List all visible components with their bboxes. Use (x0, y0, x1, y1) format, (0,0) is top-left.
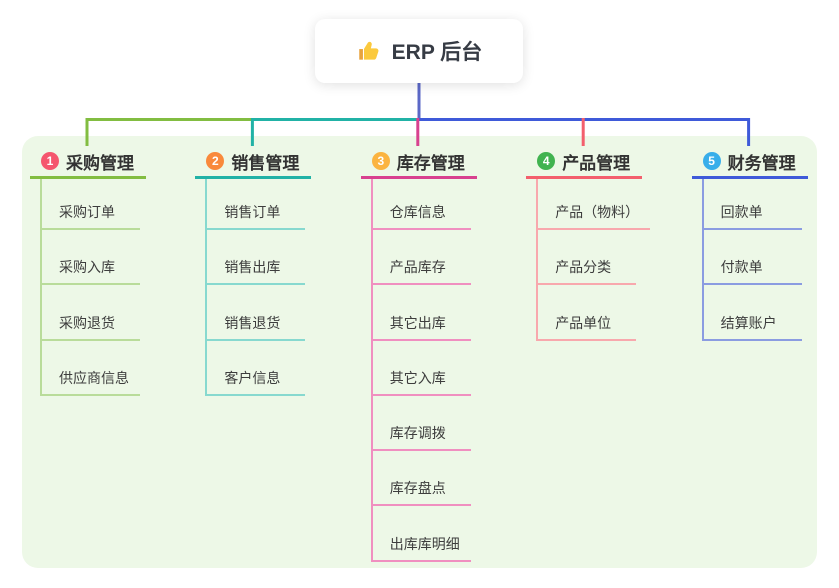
branch-column: 1 采购管理 采购订单采购入库采购退货供应商信息 (30, 146, 146, 396)
child-item[interactable]: 出库库明细 (372, 506, 471, 562)
child-item[interactable]: 采购退货 (42, 285, 140, 341)
branch-label: 采购管理 (66, 153, 134, 173)
branch-label: 销售管理 (231, 153, 300, 173)
branch-number-badge: 4 (537, 152, 556, 170)
branch-column: 2 销售管理 销售订单销售出库销售退货客户信息 (195, 146, 312, 396)
branch-column: 4 产品管理 产品（物料）产品分类产品单位 (526, 146, 651, 341)
branch-label: 产品管理 (562, 153, 631, 173)
branch-number-badge: 2 (206, 152, 225, 170)
branch-number-badge: 5 (702, 152, 721, 170)
branch-column: 5 财务管理 回款单付款单结算账户 (691, 146, 808, 341)
mindmap-background-panel (22, 136, 817, 568)
child-item[interactable]: 产品（物料） (538, 179, 651, 230)
branch-children: 产品（物料）产品分类产品单位 (536, 179, 651, 341)
child-item[interactable]: 产品分类 (538, 230, 637, 286)
root-title: ERP 后台 (391, 41, 483, 64)
child-item[interactable]: 采购入库 (42, 230, 140, 286)
child-item[interactable]: 结算账户 (703, 285, 802, 341)
child-item[interactable]: 仓库信息 (372, 179, 471, 230)
child-item[interactable]: 库存调拨 (372, 396, 471, 452)
branch-column: 3 库存管理 仓库信息产品库存其它出库其它入库库存调拨库存盘点出库库明细 (360, 146, 477, 562)
branch-label: 库存管理 (396, 153, 465, 173)
branch-heading[interactable]: 2 销售管理 (195, 146, 312, 179)
branch-heading[interactable]: 4 产品管理 (526, 146, 643, 179)
child-item[interactable]: 客户信息 (207, 341, 306, 396)
child-item[interactable]: 付款单 (703, 230, 802, 286)
branch-number-badge: 3 (371, 152, 390, 170)
root-node[interactable]: ERP 后台 (315, 19, 523, 83)
thumbs-up-icon (356, 38, 382, 64)
branch-children: 仓库信息产品库存其它出库其它入库库存调拨库存盘点出库库明细 (370, 179, 477, 562)
branch-label: 财务管理 (727, 153, 796, 173)
branch-children: 回款单付款单结算账户 (701, 179, 808, 341)
child-item[interactable]: 其它出库 (372, 285, 471, 341)
branch-children: 销售订单销售出库销售退货客户信息 (205, 179, 311, 396)
child-item[interactable]: 销售出库 (207, 230, 306, 286)
child-item[interactable]: 销售订单 (207, 179, 306, 230)
branch-heading[interactable]: 5 财务管理 (691, 146, 808, 179)
child-item[interactable]: 销售退货 (207, 285, 306, 341)
child-item[interactable]: 产品库存 (372, 230, 471, 286)
child-item[interactable]: 采购订单 (42, 179, 140, 230)
branch-heading[interactable]: 1 采购管理 (30, 146, 146, 179)
child-item[interactable]: 供应商信息 (42, 341, 140, 396)
child-item[interactable]: 其它入库 (372, 341, 471, 396)
child-item[interactable]: 产品单位 (538, 285, 637, 341)
branch-number-badge: 1 (41, 152, 59, 170)
branch-children: 采购订单采购入库采购退货供应商信息 (40, 179, 146, 396)
child-item[interactable]: 库存盘点 (372, 451, 471, 507)
child-item[interactable]: 回款单 (703, 179, 802, 230)
branch-heading[interactable]: 3 库存管理 (360, 146, 477, 179)
